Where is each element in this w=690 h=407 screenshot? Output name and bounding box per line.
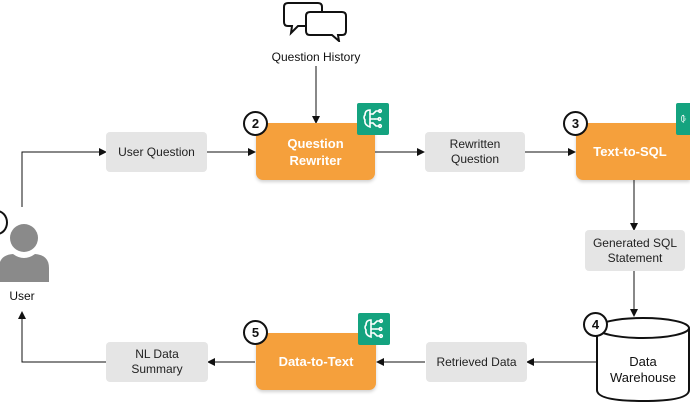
data-warehouse-label: Data Warehouse xyxy=(610,354,676,385)
rewritten-question-label: Rewritten Question xyxy=(449,137,501,166)
chat-bubbles-icon xyxy=(282,0,350,47)
retrieved-data-box: Retrieved Data xyxy=(426,342,527,382)
data-to-text-label: Data-to-Text xyxy=(278,354,354,369)
question-rewriter-step: Question Rewriter xyxy=(256,123,375,180)
generated-sql-box: Generated SQL Statement xyxy=(585,230,685,271)
user-label: User xyxy=(9,289,35,303)
text-to-sql-step: Text-to-SQL xyxy=(576,123,690,180)
brain-circuit-icon xyxy=(358,313,390,345)
data-to-text-step: Data-to-Text xyxy=(256,333,376,390)
text-to-sql-label: Text-to-SQL xyxy=(593,144,667,159)
user-question-box: User Question xyxy=(106,132,207,172)
step-number-badge: 3 xyxy=(563,111,588,136)
brain-circuit-icon xyxy=(357,103,389,135)
nl-summary-label: NL Data Summary xyxy=(131,347,183,376)
step-number-badge: 4 xyxy=(583,312,608,337)
rewritten-question-box: Rewritten Question xyxy=(425,132,525,172)
user-icon xyxy=(0,222,51,287)
generated-sql-label: Generated SQL Statement xyxy=(592,235,678,265)
brain-circuit-icon xyxy=(676,103,690,135)
question-history-label: Question History xyxy=(271,50,361,64)
edge-summary-to-user xyxy=(18,311,106,363)
nl-summary-box: NL Data Summary xyxy=(106,342,208,382)
user-question-label: User Question xyxy=(118,144,195,159)
step-number-badge: 5 xyxy=(243,320,268,345)
step-number-badge: 2 xyxy=(243,111,268,136)
question-rewriter-label: Question Rewriter xyxy=(287,135,344,168)
edge-user-to-question xyxy=(21,148,107,207)
retrieved-data-label: Retrieved Data xyxy=(436,354,517,369)
